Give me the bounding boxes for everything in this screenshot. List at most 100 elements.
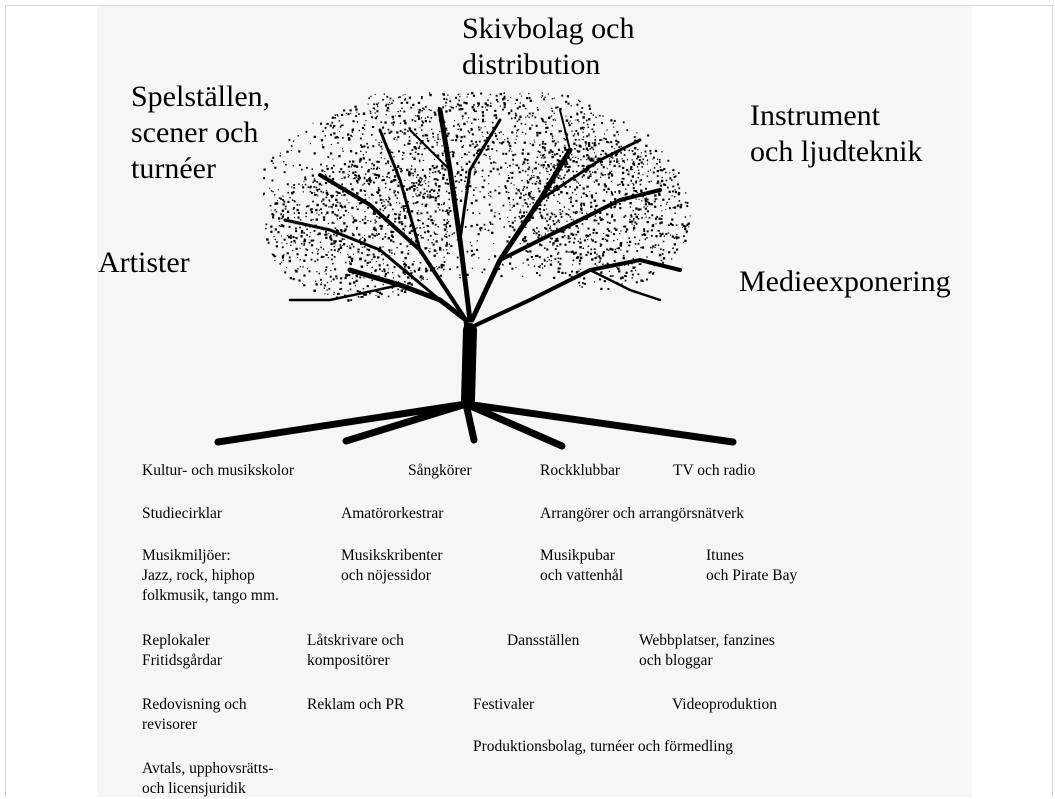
canopy-speck bbox=[594, 144, 597, 146]
canopy-speck bbox=[446, 249, 448, 251]
canopy-speck bbox=[433, 254, 436, 257]
canopy-speck bbox=[525, 193, 527, 196]
canopy-speck bbox=[279, 155, 282, 157]
canopy-speck bbox=[586, 123, 589, 126]
canopy-speck bbox=[390, 130, 393, 133]
canopy-speck bbox=[563, 234, 566, 237]
canopy-speck bbox=[596, 264, 598, 266]
canopy-speck bbox=[329, 201, 331, 203]
canopy-speck bbox=[613, 227, 616, 230]
canopy-speck bbox=[376, 168, 378, 170]
canopy-speck bbox=[321, 169, 324, 172]
canopy-speck bbox=[562, 181, 565, 183]
canopy-speck bbox=[551, 237, 553, 240]
canopy-speck bbox=[582, 192, 585, 195]
canopy-speck bbox=[484, 120, 486, 122]
canopy-speck bbox=[635, 281, 638, 284]
canopy-speck bbox=[395, 213, 397, 216]
canopy-speck bbox=[440, 263, 443, 267]
canopy-speck bbox=[551, 213, 554, 216]
canopy-speck bbox=[506, 137, 509, 140]
canopy-speck bbox=[309, 186, 312, 189]
canopy-speck bbox=[556, 163, 560, 166]
canopy-speck bbox=[563, 185, 565, 187]
canopy-speck bbox=[302, 266, 304, 268]
canopy-speck bbox=[382, 283, 384, 286]
canopy-speck bbox=[502, 134, 504, 135]
canopy-speck bbox=[352, 233, 355, 236]
canopy-speck bbox=[611, 155, 613, 157]
canopy-speck bbox=[372, 237, 374, 239]
canopy-speck bbox=[342, 190, 344, 193]
canopy-speck bbox=[404, 225, 407, 228]
canopy-speck bbox=[417, 117, 421, 120]
canopy-speck bbox=[422, 134, 424, 137]
canopy-speck bbox=[316, 271, 318, 273]
canopy-speck bbox=[572, 170, 574, 173]
canopy-speck bbox=[538, 234, 541, 237]
canopy-speck bbox=[421, 120, 424, 122]
canopy-speck bbox=[421, 180, 423, 182]
canopy-speck bbox=[384, 182, 387, 185]
canopy-speck bbox=[344, 261, 347, 264]
canopy-speck bbox=[551, 135, 554, 137]
canopy-speck bbox=[553, 164, 555, 166]
canopy-speck bbox=[517, 188, 520, 192]
canopy-speck bbox=[373, 194, 375, 196]
canopy-speck bbox=[339, 288, 342, 291]
canopy-speck bbox=[377, 105, 379, 108]
canopy-speck bbox=[444, 210, 447, 212]
canopy-speck bbox=[670, 179, 673, 181]
canopy-speck bbox=[591, 239, 594, 242]
canopy-speck bbox=[624, 264, 626, 266]
canopy-speck bbox=[590, 112, 592, 115]
canopy-speck bbox=[640, 156, 642, 158]
canopy-speck bbox=[512, 163, 514, 165]
canopy-speck bbox=[380, 293, 383, 296]
canopy-speck bbox=[629, 168, 632, 171]
canopy-speck bbox=[263, 168, 266, 171]
canopy-speck bbox=[526, 181, 530, 184]
canopy-speck bbox=[527, 162, 529, 165]
canopy-speck bbox=[390, 180, 393, 184]
canopy-speck bbox=[660, 218, 663, 220]
canopy-speck bbox=[397, 281, 400, 283]
canopy-speck bbox=[476, 240, 478, 242]
canopy-speck bbox=[678, 187, 681, 190]
canopy-speck bbox=[374, 234, 377, 237]
canopy-speck bbox=[322, 256, 325, 258]
canopy-speck bbox=[624, 193, 627, 196]
canopy-speck bbox=[561, 210, 564, 213]
canopy-speck bbox=[429, 172, 431, 174]
canopy-speck bbox=[352, 217, 355, 219]
canopy-speck bbox=[337, 115, 339, 117]
label-musikpubar: Musikpubar och vattenhål bbox=[540, 547, 624, 584]
canopy-speck bbox=[274, 255, 277, 257]
canopy-speck bbox=[520, 211, 522, 213]
canopy-speck bbox=[602, 263, 604, 265]
canopy-speck bbox=[524, 170, 527, 173]
canopy-speck bbox=[370, 179, 373, 182]
canopy-speck bbox=[576, 181, 578, 183]
canopy-speck bbox=[631, 150, 634, 152]
canopy-speck bbox=[651, 214, 654, 217]
canopy-speck bbox=[652, 245, 655, 248]
canopy-speck bbox=[638, 214, 640, 215]
canopy-speck bbox=[288, 259, 291, 263]
canopy-speck bbox=[388, 177, 390, 179]
canopy-speck bbox=[410, 272, 413, 275]
canopy-speck bbox=[526, 97, 529, 100]
canopy-speck bbox=[597, 183, 600, 186]
canopy-speck bbox=[414, 128, 417, 131]
canopy-speck bbox=[410, 283, 413, 286]
canopy-speck bbox=[402, 271, 405, 274]
canopy-speck bbox=[507, 216, 509, 218]
canopy-speck bbox=[544, 149, 547, 152]
canopy-speck bbox=[605, 191, 608, 193]
canopy-speck bbox=[438, 185, 441, 188]
canopy-speck bbox=[266, 238, 269, 241]
canopy-speck bbox=[623, 149, 626, 151]
canopy-speck bbox=[605, 234, 608, 237]
canopy-speck bbox=[520, 122, 523, 125]
canopy-speck bbox=[626, 241, 628, 244]
